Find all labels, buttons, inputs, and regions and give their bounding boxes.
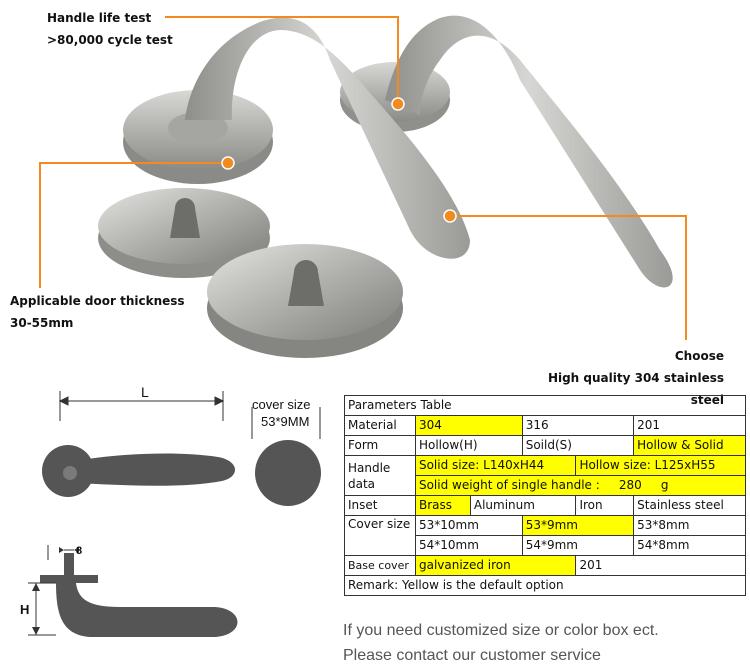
cover-54-8: 54*8mm [633,535,746,556]
inset-brass: Brass [414,495,471,516]
parameters-table: Parameters Table Material 304 316 201 Fo… [344,395,747,596]
form-solid: Soild(S) [521,435,635,456]
inset-aluminum: Aluminum [469,495,577,516]
callout-material-line1: Choose [674,349,724,363]
hollow-size: Hollow size: L125xH55 [575,455,746,476]
lever-left [185,17,470,259]
callout-handle-life-line2: >80,000 cycle test [47,33,173,47]
remark: Remark: Yellow is the default option [344,575,746,596]
handle-data-label-line2: data [348,476,376,491]
length-dimension [58,391,225,421]
cover-53-9: 53*9mm [521,515,635,536]
handle-side-view [28,545,238,637]
product-photo [39,15,687,358]
cover-size-value: 53*9MM [261,414,310,429]
table-row-cover-1: Cover size 53*10mm 53*9mm 53*8mm [344,515,746,556]
material-label: Material [344,415,416,436]
callout-door-thickness-line1: Applicable door thickness [10,294,185,308]
callout-handle-life-line1: Handle life test [47,11,152,25]
table-row-title: Parameters Table [344,395,746,416]
material-201: 201 [633,415,746,436]
cover-54-10: 54*10mm [414,535,523,556]
cover-size-label: cover size [252,397,311,412]
handle-data-label-line1: Handle [348,460,391,475]
callout-door-thickness-line2: 30-55mm [10,316,74,330]
table-row-remark: Remark: Yellow is the default option [344,575,746,596]
material-304: 304 [414,415,523,436]
callout-handle-life: Handle life test >80,000 cycle test [47,7,173,51]
base-galvanized: galvanized iron [414,555,577,576]
callout-door-thickness: Applicable door thickness 30-55mm [10,290,185,334]
footer-line1: If you need customized size or color box… [343,622,659,639]
length-label: L [141,384,149,400]
dimension-drawing [28,391,321,637]
solid-weight: Solid weight of single handle : 280 g [414,475,747,496]
form-hollow-solid: Hollow & Solid [633,435,746,456]
base-201: 201 [575,555,746,576]
cover-54-9: 54*9mm [521,535,635,556]
form-hollow: Hollow(H) [414,435,523,456]
inset-iron: Iron [575,495,635,516]
solid-size: Solid size: L140xH44 [414,455,577,476]
table-row-base-cover: Base cover galvanized iron 201 [344,555,746,576]
inset-label: Inset [344,495,416,516]
base-cover-label: Base cover [344,555,416,576]
material-316: 316 [521,415,635,436]
table-row-form: Form Hollow(H) Soild(S) Hollow & Solid [344,435,746,456]
lever-right [385,15,673,288]
table-row-handle-data-2: Solid weight of single handle : 280 g [345,475,747,496]
table-title: Parameters Table [344,395,746,416]
handle-data-label: Handle data [344,455,416,496]
table-row-handle-data-1: Handle data Solid size: L140xH44 Hollow … [344,455,746,496]
cover-round-view [251,407,321,506]
cover-size-label: Cover size [344,515,416,556]
inset-stainless: Stainless steel [633,495,746,516]
escutcheon-left [98,188,270,278]
cover-53-10: 53*10mm [414,515,523,536]
table-row-material: Material 304 316 201 [344,415,746,436]
footer-line2: Please contact our customer service [343,647,601,664]
cover-53-8: 53*8mm [633,515,746,536]
escutcheon-right [207,244,403,358]
callout-lines [39,16,687,340]
table-row-cover-2: 54*10mm 54*9mm 54*8mm [345,535,746,556]
table-row-inset: Inset Brass Aluminum Iron Stainless stee… [344,495,746,516]
handle-front-center [63,466,77,480]
callout-dots [221,97,457,223]
height-label: H [20,602,30,617]
form-label: Form [344,435,416,456]
thickness-value: 8 [76,545,83,557]
